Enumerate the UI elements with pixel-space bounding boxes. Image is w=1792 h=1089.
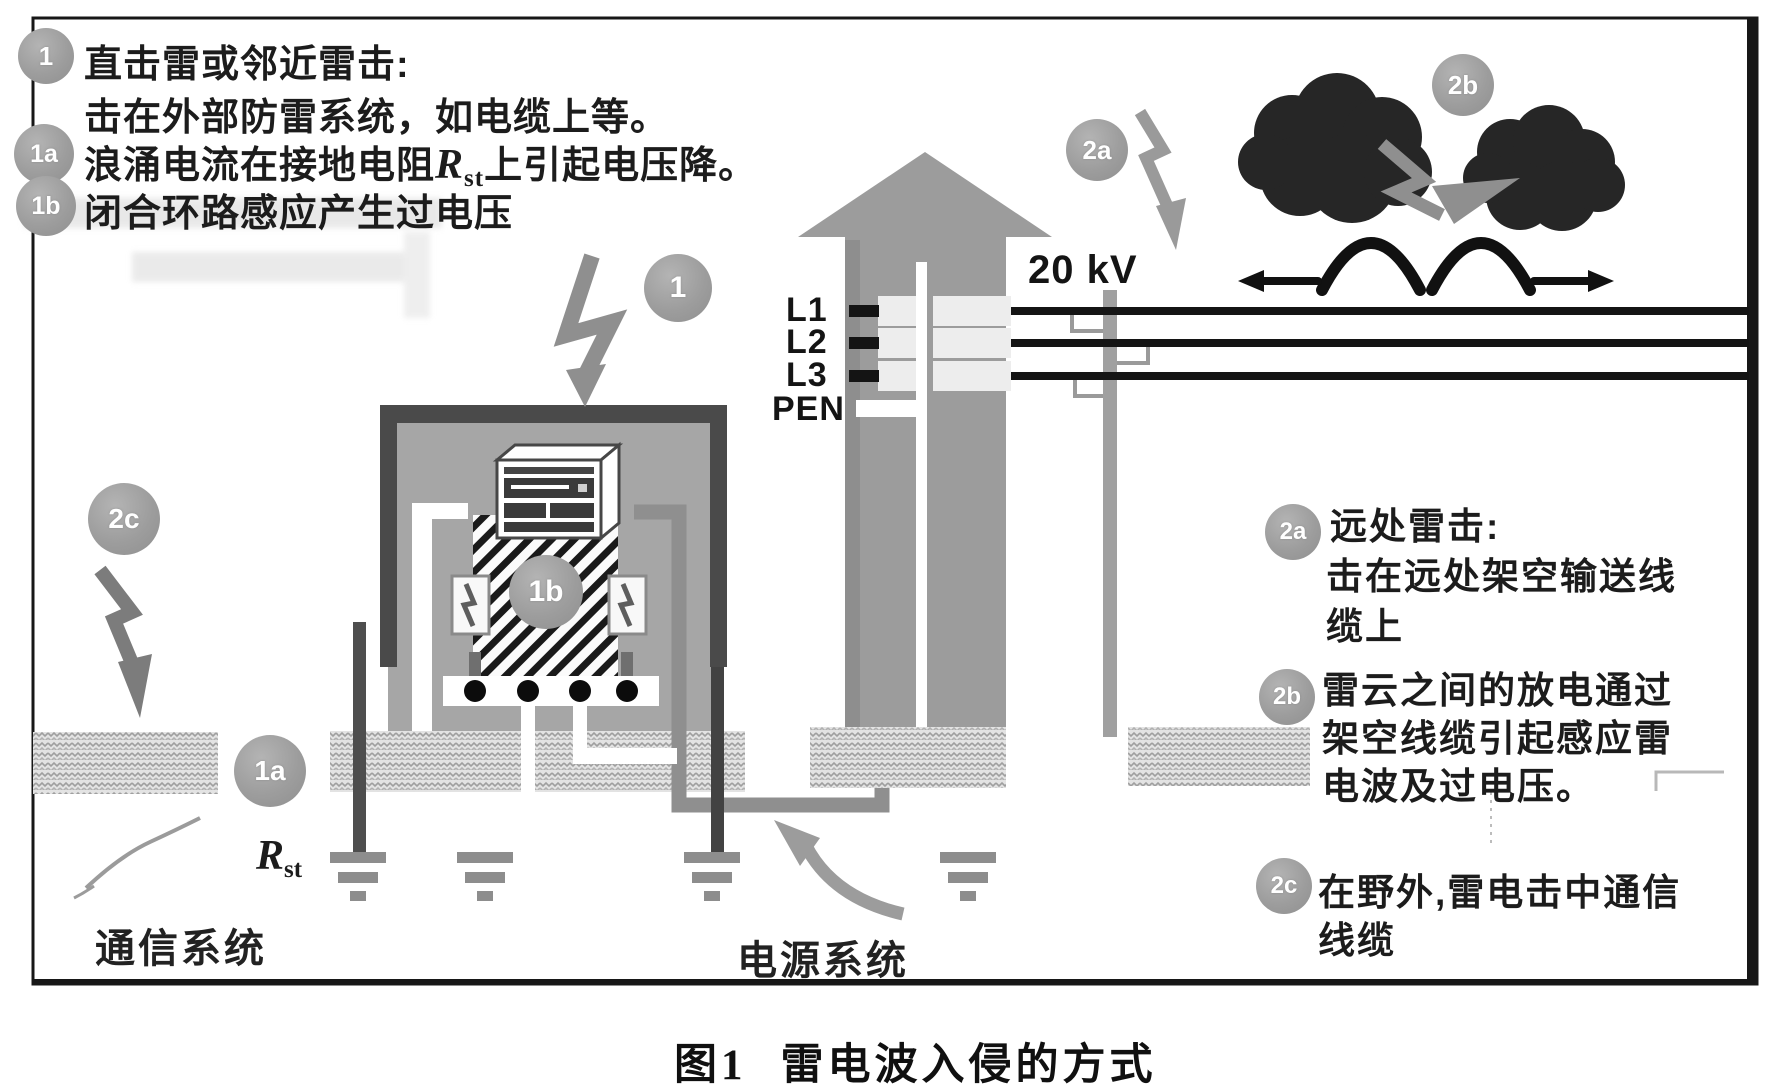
travelling-wave-arcs [1260,237,1592,296]
callout-2b-line2: 架空线缆引起感应雷 [1322,718,1673,759]
wave-arrow-right-icon [1588,270,1614,292]
bolt-glyph-icon [617,583,635,627]
callout-1-line2: 击在外部防雷系统，如电缆上等。 [84,97,670,139]
resistance-subscript: st [284,856,303,883]
label-rst: Rst [256,832,302,884]
label-l1: L1 [786,291,828,329]
ground-strip-tower [810,727,1006,788]
label-communication-system: 通信系统 [95,927,267,971]
conduit-white-left [412,503,468,731]
bolt-glyph-icon [460,583,478,627]
bleed-through-artifact [24,198,442,318]
resistance-symbol: R [256,833,285,879]
callout-badge-2a: 2a [1265,504,1321,560]
overhead-power-lines [1011,307,1749,380]
lightning-bolt-1-icon [553,253,628,407]
surge-arrester-left [450,574,491,636]
service-entrance-tower [798,152,1052,740]
callout-2b-line3: 电波及过电压。 [1322,766,1595,807]
callout-badge-1a: 1a [14,124,74,184]
callout-2c-line2: 线缆 [1318,920,1396,961]
callout-badge-1: 1 [18,28,74,84]
callout-badge-2b: 2b [1259,669,1315,725]
earth-electrode [940,852,996,901]
marker-1a: 1a [234,735,306,807]
communication-cable-curve-tail [73,884,95,900]
earth-electrode [330,852,386,901]
surge-arrester-right [607,574,648,636]
lightning-bolt-2a-icon [1134,108,1186,250]
storm-cloud-right [1463,105,1625,231]
label-l2: L2 [786,323,828,361]
callout-2a-line1: 远处雷击: [1330,506,1501,547]
figure-caption-title: 雷电波入侵的方式 [780,1042,1157,1089]
ground-strip-pole [1128,727,1310,786]
resistance-symbol: R [435,142,465,188]
callout-1a-suffix: 上引起电压降。 [484,145,758,187]
marker-1: 1 [644,254,712,322]
label-voltage: 20 kV [1028,248,1138,292]
down-conductor-left [353,622,366,856]
label-l3: L3 [786,356,828,394]
marker-1b: 1b [509,555,583,629]
callout-badge-1b: 1b [16,176,76,236]
callout-1a-line: 浪涌电流在接地电阻Rst上引起电压降。 [84,134,757,193]
callout-1-line1: 直击雷或邻近雷击: [84,44,410,86]
power-entry-arrow-icon [774,820,905,921]
down-conductor-right [711,667,724,857]
callout-2b-line1: 雷云之间的放电通过 [1322,670,1673,711]
equipotential-bus-bar [443,652,659,706]
callout-1a-prefix: 浪涌电流在接地电阻 [84,145,436,187]
figure-caption: 图1 雷电波入侵的方式 [674,1030,1157,1089]
utility-pole [1103,290,1117,737]
lightning-bolt-2b-icon [1377,139,1520,224]
pole-insulator-brackets [1070,315,1150,398]
figure-caption-number: 图1 [674,1042,747,1089]
marker-2a-top: 2a [1066,119,1128,181]
resistance-subscript: st [464,165,485,192]
electronic-device [492,441,624,542]
marker-2c-left: 2c [88,483,160,555]
label-pen: PEN [772,390,845,428]
callout-2c-line1: 在野外,雷电击中通信 [1318,872,1682,913]
callout-2a-line3: 缆上 [1326,606,1404,647]
lightning-bolt-2c-icon [94,565,152,718]
conduit-white-ground [521,706,677,792]
callout-2a-line2: 击在远处架空输送线 [1326,556,1677,597]
marker-2b-top: 2b [1432,54,1494,116]
earth-electrode [457,852,513,901]
wave-arrow-left-icon [1238,270,1264,292]
communication-cable-curve [84,816,201,890]
callout-badge-2c: 2c [1256,858,1312,914]
corner-artifact [1654,770,1724,791]
label-power-system: 电源系统 [737,939,909,983]
earth-electrode [684,852,740,901]
callout-1b-line: 闭合环路感应产生过电压 [84,193,514,235]
ground-strip-left [33,732,218,794]
